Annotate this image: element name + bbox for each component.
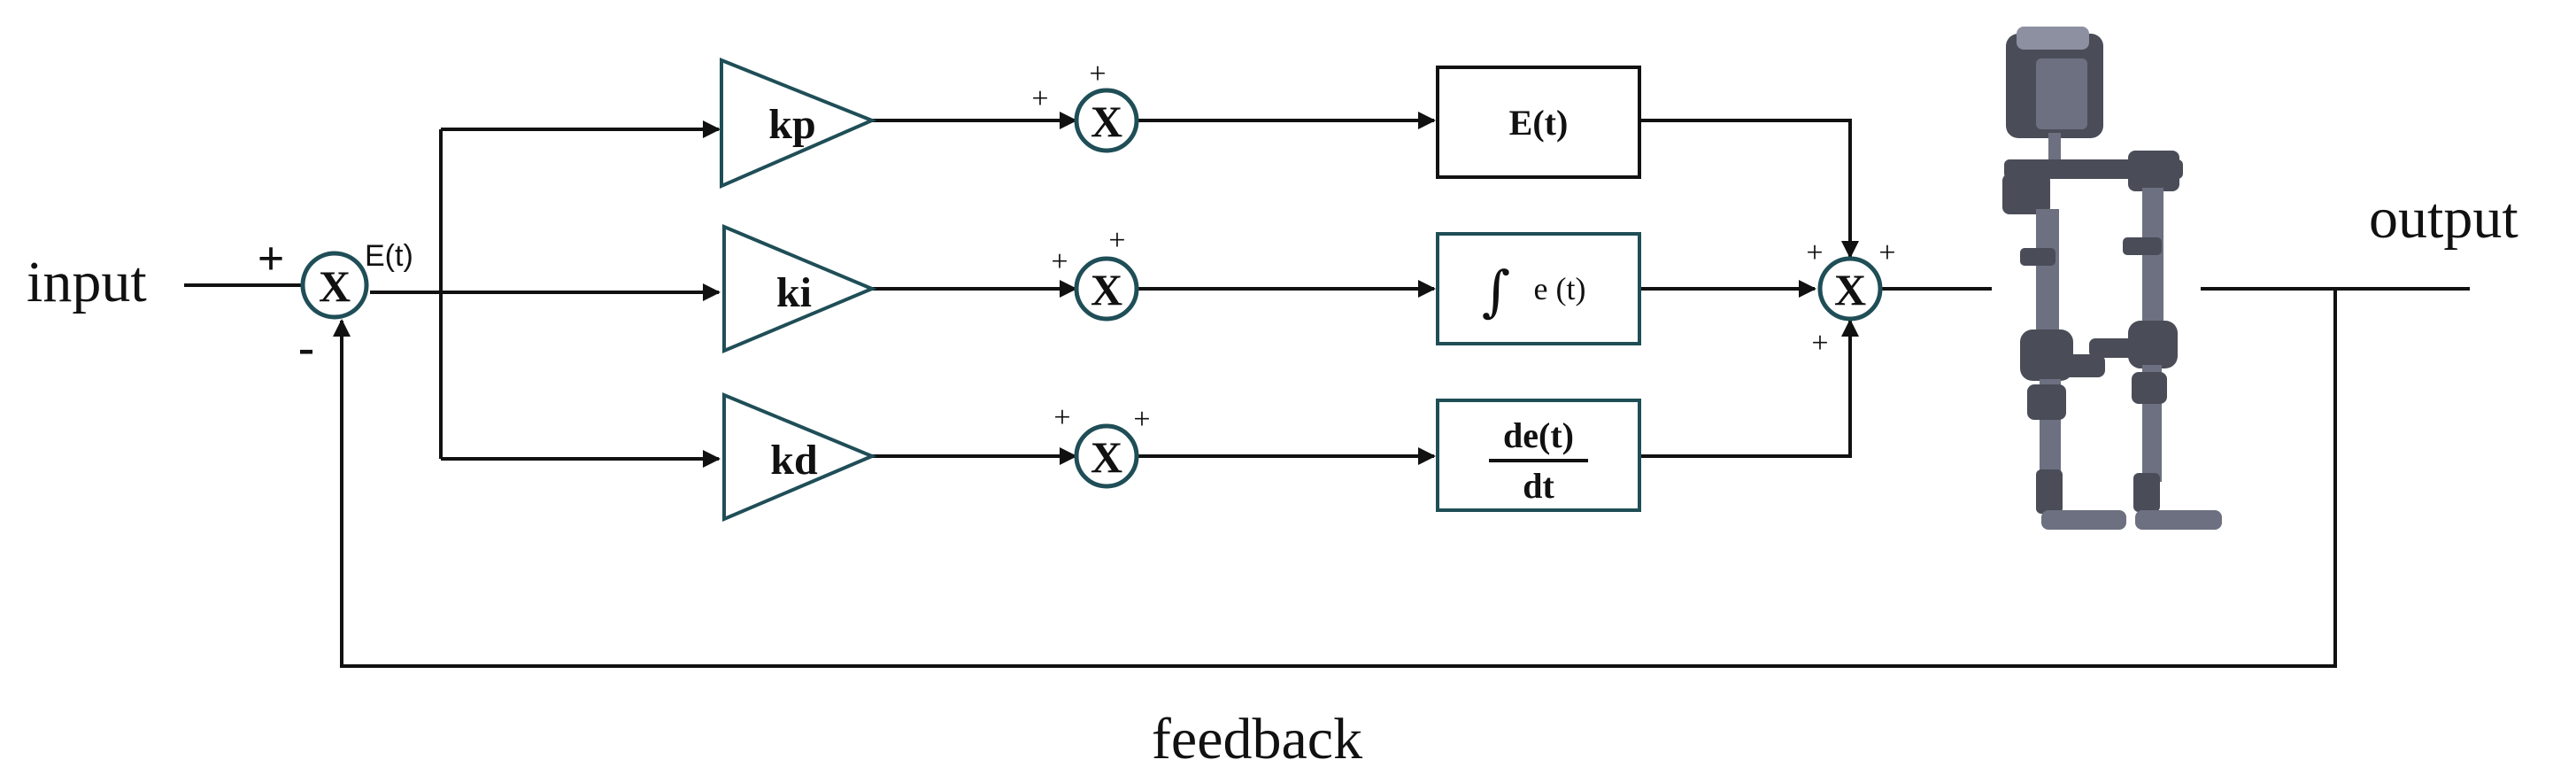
derivative-box xyxy=(1436,399,1641,512)
robot-right-knee-pad xyxy=(2089,338,2142,358)
derivative-denominator: dt xyxy=(1523,466,1554,506)
robot-right-shin-cuff xyxy=(2132,372,2167,404)
input-summing-junction: X + - xyxy=(258,232,369,374)
integral-block: ∫ e (t) xyxy=(1436,232,1641,345)
feedback-wire xyxy=(333,289,2337,668)
robot-left-thigh-cuff xyxy=(2020,248,2055,266)
kd-label: kd xyxy=(770,437,818,484)
derivative-block: de(t) dt xyxy=(1436,399,1641,512)
gain-kp: kp xyxy=(720,58,877,190)
mult-d-symbol: X xyxy=(1091,432,1122,482)
robot-hip-left xyxy=(2002,174,2050,214)
robot-left-knee-pad xyxy=(2036,354,2105,377)
integral-box xyxy=(1436,232,1641,345)
robot-left-foot xyxy=(2041,510,2126,530)
output-summing-junction: X + + + xyxy=(1806,236,1895,360)
mult-p-symbol: X xyxy=(1091,97,1122,146)
robot-left-thigh xyxy=(2036,209,2059,342)
exoskeleton-robot-icon xyxy=(2002,27,2222,530)
mult-d-plus-right: + xyxy=(1133,403,1150,436)
robot-right-knee xyxy=(2128,321,2178,368)
mult-d-circle xyxy=(1074,423,1139,489)
kp-triangle xyxy=(720,58,877,190)
robot-left-shin-cuff xyxy=(2027,384,2066,420)
output-label: output xyxy=(2369,186,2518,251)
gain-kd: kd xyxy=(722,392,877,523)
feedback-minus-sign: - xyxy=(298,321,314,374)
mult-d-plus-left: + xyxy=(1053,401,1070,434)
multiplier-d: X + + xyxy=(1053,401,1151,489)
input-sum-circle xyxy=(300,251,369,320)
multiplier-p: X + + xyxy=(1031,58,1139,153)
mult-i-plus-top: + xyxy=(1108,224,1125,257)
output-sum-plus-left: + xyxy=(1806,236,1823,269)
input-plus-sign: + xyxy=(258,232,285,285)
ki-triangle xyxy=(722,223,877,354)
integral-expression: e (t) xyxy=(1534,271,1586,306)
feedback-label: feedback xyxy=(1152,707,1362,771)
mult-p-circle xyxy=(1074,88,1139,153)
derivative-numerator: de(t) xyxy=(1503,415,1574,455)
p-to-sum-wire xyxy=(1639,119,1859,259)
mult-p-plus-top: + xyxy=(1089,58,1106,90)
kd-triangle xyxy=(722,392,877,523)
robot-right-ankle xyxy=(2133,473,2160,512)
robot-hip-right xyxy=(2128,151,2179,191)
robot-backpack-panel xyxy=(2036,58,2087,129)
kp-label: kp xyxy=(768,101,815,148)
input-sum-symbol: X xyxy=(319,261,351,311)
mult-p-plus-left: + xyxy=(1031,82,1048,115)
d-to-sum-wire xyxy=(1639,319,1859,458)
output-sum-symbol: X xyxy=(1834,265,1866,314)
multiplier-i: X + + xyxy=(1051,224,1139,322)
ki-label: ki xyxy=(776,269,812,316)
error-signal-label: E(t) xyxy=(365,239,413,273)
proportional-label: E(t) xyxy=(1509,103,1569,143)
mult-i-symbol: X xyxy=(1091,265,1122,314)
robot-right-foot xyxy=(2135,510,2222,530)
output-sum-plus-right: + xyxy=(1878,236,1895,269)
output-sum-circle xyxy=(1817,256,1883,322)
input-label: input xyxy=(27,250,147,314)
output-sum-plus-bottom: + xyxy=(1811,327,1828,360)
integral-symbol: ∫ xyxy=(1482,259,1510,323)
proportional-block: E(t) xyxy=(1436,66,1641,179)
gain-ki: ki xyxy=(722,223,877,354)
mult-i-circle xyxy=(1074,256,1139,322)
proportional-box xyxy=(1436,66,1641,179)
robot-right-thigh xyxy=(2142,188,2163,329)
robot-backpack-top xyxy=(2017,27,2089,50)
mult-i-plus-left: + xyxy=(1051,245,1068,278)
robot-left-ankle xyxy=(2036,469,2063,514)
signal-wires xyxy=(184,112,2470,668)
robot-right-thigh-cuff xyxy=(2123,237,2162,255)
